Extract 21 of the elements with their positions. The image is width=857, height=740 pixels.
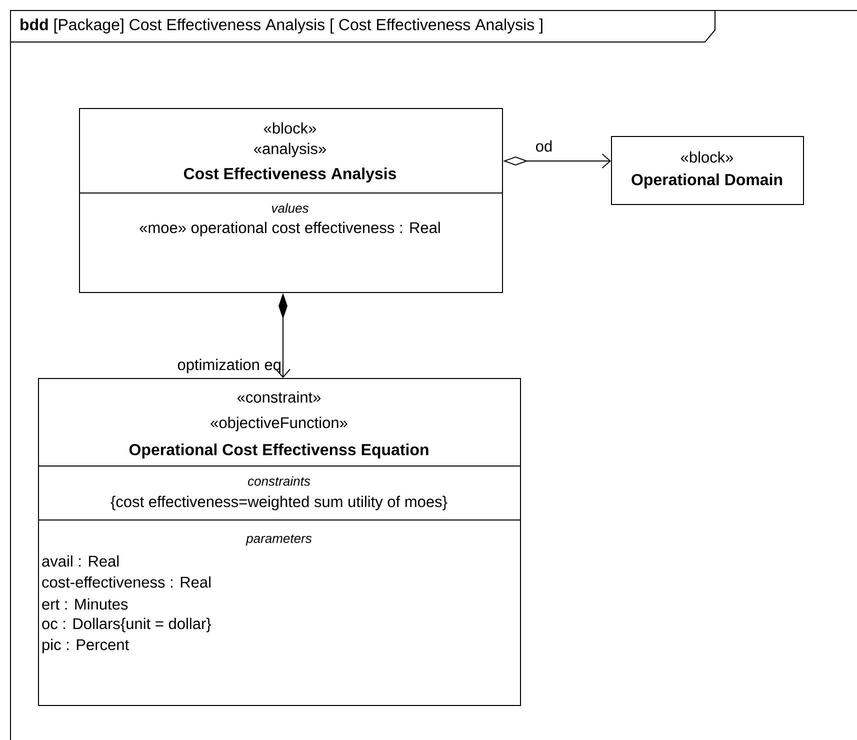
parameter-text: avail : Real [42,555,119,567]
parameter-text: ert : Minutes [42,598,128,610]
compartment-heading: values [272,203,308,213]
stereotype-text: «constraint» [237,391,321,403]
compartment-heading: parameters [246,534,312,546]
block-name: Cost Effectiveness Analysis [184,168,396,182]
frame-heading: bdd [Package] Cost Effectiveness Analysis [ Cost Effectiveness Analysis ] [20,18,542,34]
stereotype-text: «block» [264,122,316,134]
block-name: Operational Cost Effectivenss Equation [129,444,428,458]
compartment-text: «moe» operational cost effectiveness : Real [140,222,440,236]
compartment-heading: constraints [248,476,310,486]
block-name: Operational Domain [632,174,782,188]
parameter-text: cost-effectiveness : Real [42,576,210,588]
stereotype-text: «objectiveFunction» [210,416,348,432]
edge-label: od [536,140,552,152]
stereotype-text: «block» [680,151,734,163]
stereotype-text: «analysis» [254,142,326,158]
edge-label: optimization eq [178,358,280,374]
parameter-text: oc : Dollars{unit = dollar} [42,618,212,632]
compartment-text: {cost effectiveness=weighted sum utility of moes} [110,496,448,510]
parameter-text: pic : Percent [42,638,129,654]
